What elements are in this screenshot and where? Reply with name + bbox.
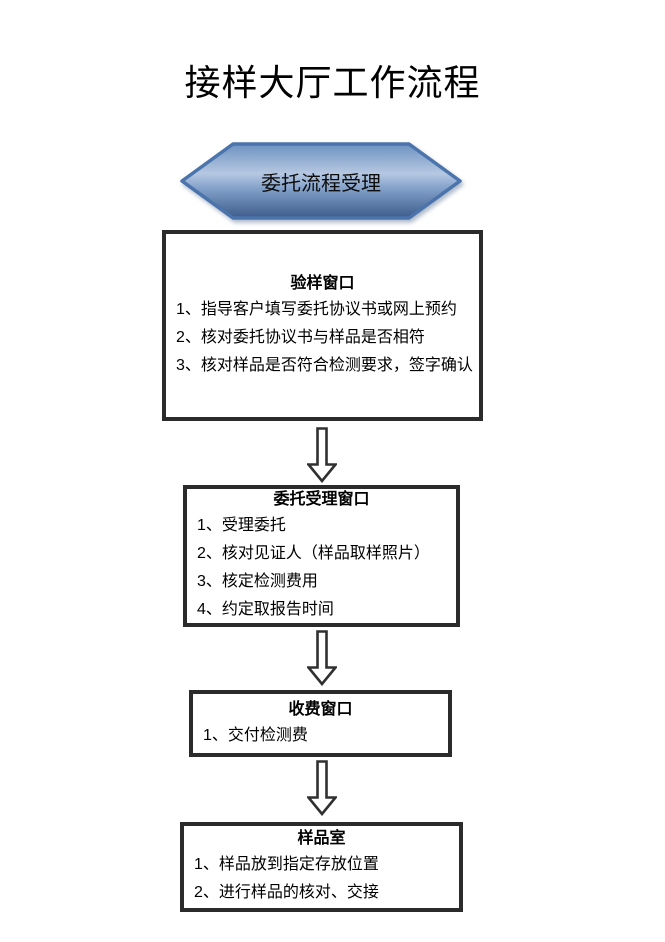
step-box-sample-room: 样品室 1、样品放到指定存放位置 2、进行样品的核对、交接 [180, 822, 463, 912]
step-box-title: 委托受理窗口 [273, 491, 370, 508]
start-hexagon: 委托流程受理 [180, 142, 462, 220]
page-title: 接样大厅工作流程 [184, 62, 481, 103]
step-box-commission-acceptance-window: 委托受理窗口 1、受理委托 2、核对见证人（样品取样照片） 3、核定检测费用 4… [183, 485, 460, 627]
hexagon-shape [180, 142, 462, 220]
step-item: 2、核对委托协议书与样品是否相符 [176, 328, 425, 346]
step-box-title: 收费窗口 [288, 700, 353, 718]
step-box-payment-window: 收费窗口 1、交付检测费 [189, 690, 452, 757]
step-item: 1、受理委托 [197, 517, 286, 534]
down-arrow-icon [305, 760, 339, 817]
step-item: 1、样品放到指定存放位置 [194, 856, 379, 873]
step-box-title: 验样窗口 [290, 274, 355, 292]
step-item: 1、交付检测费 [203, 726, 308, 744]
step-item: 2、核对见证人（样品取样照片） [197, 545, 430, 562]
step-item: 2、进行样品的核对、交接 [194, 884, 379, 901]
step-box-title: 样品室 [297, 830, 346, 847]
step-item: 3、核对样品是否符合检测要求，签字确认 [176, 356, 473, 374]
step-box-sample-check-window: 验样窗口 1、指导客户填写委托协议书或网上预约 2、核对委托协议书与样品是否相符… [162, 230, 483, 421]
step-item: 4、约定取报告时间 [197, 601, 334, 618]
step-item: 1、指导客户填写委托协议书或网上预约 [176, 300, 457, 318]
down-arrow-icon [305, 630, 339, 687]
down-arrow-icon [305, 427, 339, 484]
start-label: 委托流程受理 [261, 172, 381, 195]
step-item: 3、核定检测费用 [197, 573, 318, 590]
